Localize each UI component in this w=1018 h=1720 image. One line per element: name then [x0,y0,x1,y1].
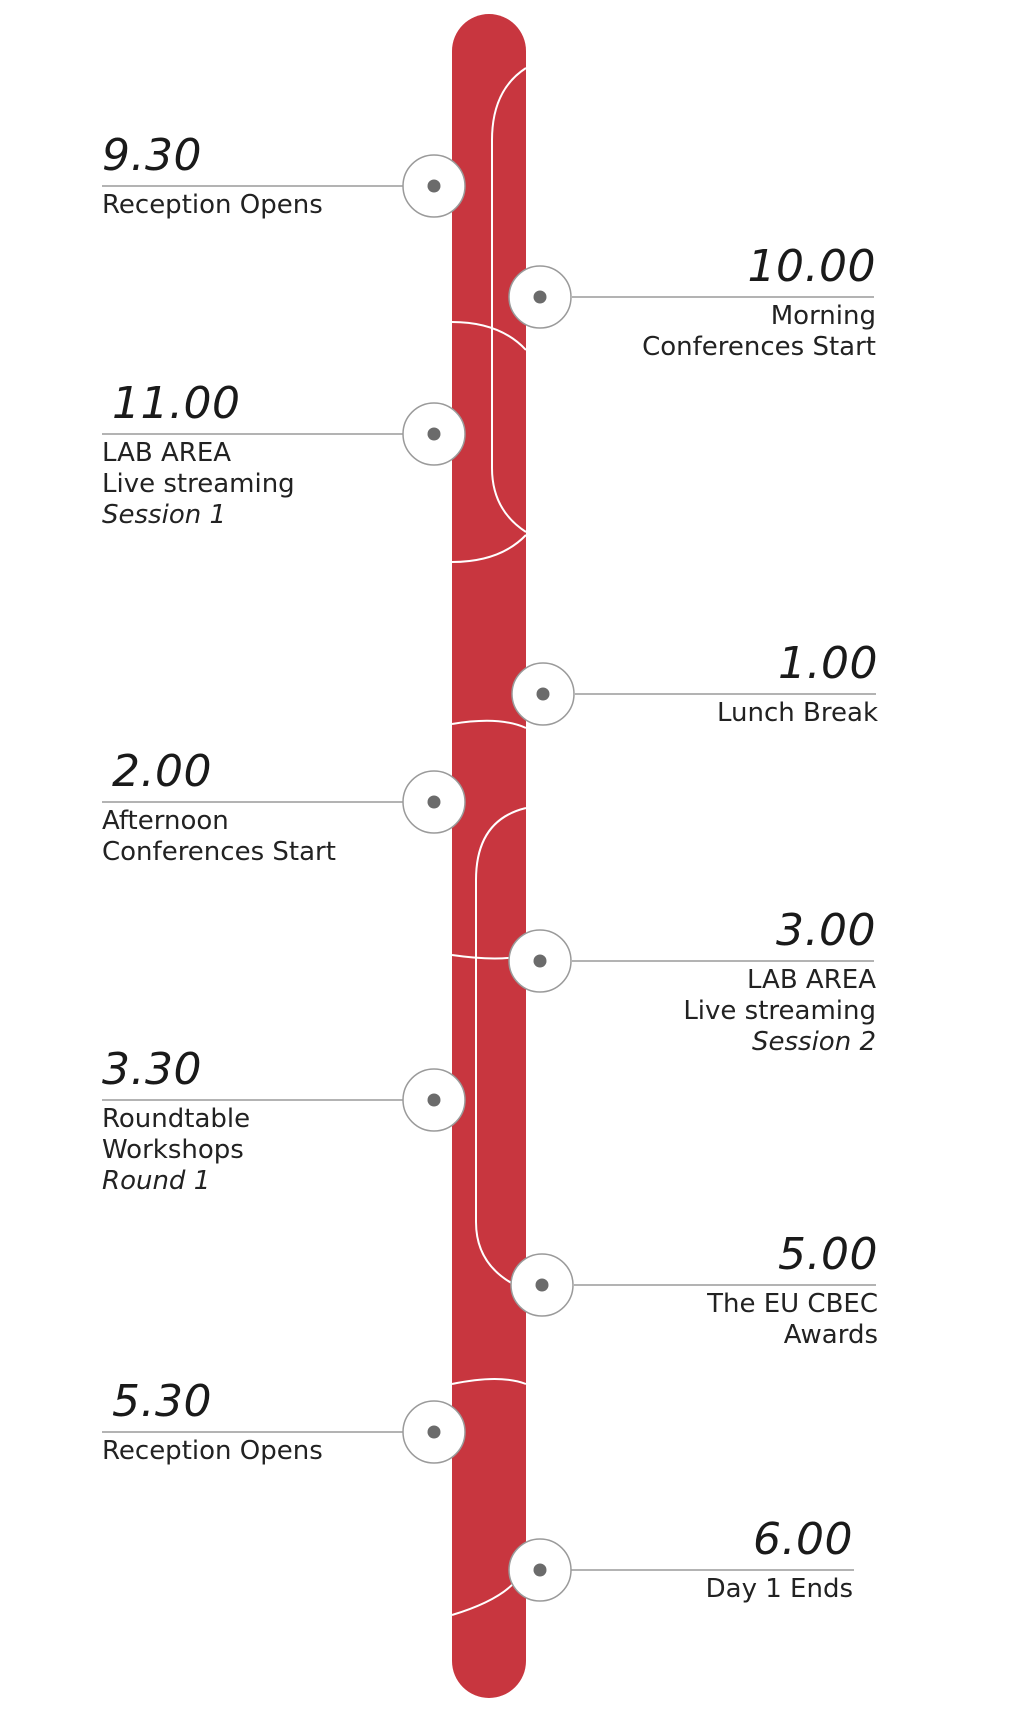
event-time: 9.30 [102,130,202,181]
decorative-arc [451,1378,527,1385]
event-description: Conferences Start [102,837,336,867]
event-session: Round 1 [102,1166,211,1196]
node-dot [427,427,441,441]
event-description: Reception Opens [102,190,323,220]
event-description: LAB AREA [746,965,876,995]
node-dot [535,1278,549,1292]
event-time: 11.00 [112,378,241,429]
timeline-nodes [402,154,575,1602]
event-time: 5.00 [778,1229,878,1280]
timeline-node [511,662,575,726]
event-description: Reception Opens [102,1436,323,1466]
event-description: Live streaming [102,469,295,499]
timeline-node [508,929,572,993]
event-description: The EU CBEC [707,1289,878,1319]
timeline-node [402,154,466,218]
node-dot [536,687,550,701]
event-time: 10.00 [747,241,876,292]
event-session: Session 1 [102,500,227,530]
node-dot [427,1093,441,1107]
event-description: Morning [770,301,876,331]
event-description: Lunch Break [717,698,878,728]
timeline-node [508,1538,572,1602]
event-time: 2.00 [112,746,212,797]
node-dot [533,954,547,968]
timeline-node [510,1253,574,1317]
node-dot [427,179,441,193]
event-time: 3.00 [776,905,876,956]
node-dot [533,290,547,304]
node-dot [427,795,441,809]
event-time: 1.00 [778,638,878,689]
event-description: Afternoon [102,806,229,836]
decorative-arc [491,67,527,533]
connector-lines [102,185,876,1571]
event-time: 6.00 [753,1514,853,1565]
event-description: Live streaming [683,996,876,1026]
event-session: Session 2 [751,1027,876,1057]
decorative-arc [451,534,527,563]
node-dot [533,1563,547,1577]
timeline-node [402,1068,466,1132]
decorative-arc [451,321,527,351]
timeline-node [402,1400,466,1464]
node-dot [427,1425,441,1439]
decorative-arc [451,719,527,729]
event-time: 3.30 [102,1044,202,1095]
timeline-node [402,402,466,466]
event-description: LAB AREA [102,438,232,468]
event-description: Workshops [102,1135,244,1165]
decorative-arc [475,807,527,1291]
timeline-bar [452,14,526,1698]
timeline-node [508,265,572,329]
timeline-node [402,770,466,834]
timeline-arcs [451,67,528,1616]
event-description: Day 1 Ends [705,1574,853,1604]
event-description: Conferences Start [642,332,876,362]
event-description: Roundtable [102,1104,251,1134]
event-time: 5.30 [112,1376,212,1427]
event-description: Awards [783,1320,878,1350]
